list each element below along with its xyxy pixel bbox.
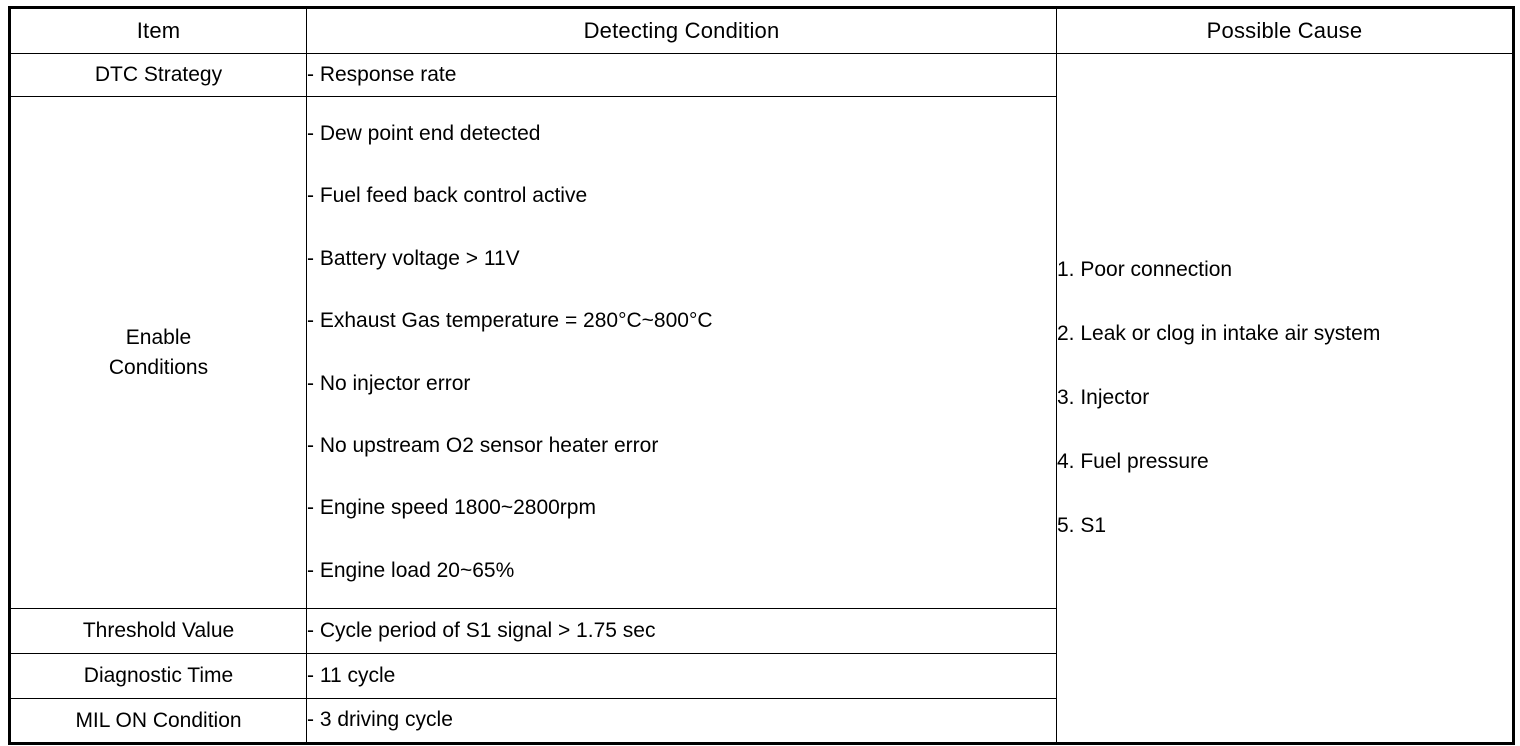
table-row-mil-on-condition: MIL ON Condition - 3 driving cycle bbox=[9, 698, 1514, 744]
table-header: Item Detecting Condition Possible Cause bbox=[9, 7, 1514, 54]
possible-cause-list: 1. Poor connection 2. Leak or clog in in… bbox=[1057, 258, 1512, 538]
condition-list-mil-on-condition: - 3 driving cycle bbox=[307, 706, 1056, 734]
row-label-line-2: Conditions bbox=[108, 355, 209, 379]
condition-item: - 3 driving cycle bbox=[307, 708, 453, 732]
column-header-possible-cause: Possible Cause bbox=[1056, 7, 1514, 54]
possible-cause-item: 5. S1 bbox=[1057, 514, 1107, 537]
condition-list-threshold-value: - Cycle period of S1 signal > 1.75 sec bbox=[307, 617, 1056, 645]
condition-item: - Engine load 20~65% bbox=[307, 558, 515, 582]
condition-item: - Response rate bbox=[307, 62, 457, 86]
header-row: Item Detecting Condition Possible Cause bbox=[9, 7, 1514, 54]
table-row-threshold-value: Threshold Value - Cycle period of S1 sig… bbox=[9, 608, 1514, 654]
possible-cause-item: 3. Injector bbox=[1057, 386, 1150, 409]
row-value-threshold-value: - Cycle period of S1 signal > 1.75 sec bbox=[306, 608, 1057, 654]
condition-list-dtc-strategy: - Response rate bbox=[307, 61, 1056, 89]
condition-list-diagnostic-time: - 11 cycle bbox=[307, 662, 1056, 690]
row-value-diagnostic-time: - 11 cycle bbox=[306, 653, 1057, 699]
row-value-mil-on-condition: - 3 driving cycle bbox=[306, 698, 1057, 744]
condition-item: - Engine speed 1800~2800rpm bbox=[307, 496, 596, 520]
condition-item: - Fuel feed back control active bbox=[307, 184, 588, 208]
column-header-detecting-condition: Detecting Condition bbox=[306, 7, 1057, 54]
row-value-dtc-strategy-condition: - Response rate bbox=[306, 53, 1057, 97]
condition-item: - No upstream O2 sensor heater error bbox=[307, 433, 659, 457]
possible-cause-item: 1. Poor connection bbox=[1057, 258, 1233, 281]
condition-item: - 11 cycle bbox=[307, 663, 396, 687]
row-label-dtc-strategy: DTC Strategy bbox=[9, 53, 307, 97]
condition-item: - Cycle period of S1 signal > 1.75 sec bbox=[307, 618, 656, 642]
row-label-diagnostic-time: Diagnostic Time bbox=[9, 653, 307, 699]
column-header-item: Item bbox=[9, 7, 307, 54]
table-row-enable-conditions: Enable Conditions - Dew point end detect… bbox=[9, 96, 1514, 609]
condition-item: - Battery voltage > 11V bbox=[307, 246, 520, 270]
possible-cause-item: 4. Fuel pressure bbox=[1057, 450, 1209, 473]
row-label-line-1: Enable bbox=[125, 326, 192, 350]
dtc-diagnostic-table: Item Detecting Condition Possible Cause … bbox=[8, 6, 1515, 745]
table-row-dtc-strategy: DTC Strategy - Response rate 1. Poor con… bbox=[9, 53, 1514, 744]
condition-list-enable-conditions: - Dew point end detected - Fuel feed bac… bbox=[307, 120, 1056, 585]
condition-item: - Dew point end detected bbox=[307, 122, 541, 146]
row-value-enable-conditions: - Dew point end detected - Fuel feed bac… bbox=[306, 96, 1057, 609]
row-label-threshold-value: Threshold Value bbox=[9, 608, 307, 654]
row-label-mil-on-condition: MIL ON Condition bbox=[9, 698, 307, 744]
table-body: DTC Strategy - Response rate 1. Poor con… bbox=[9, 53, 1514, 744]
possible-cause-item: 2. Leak or clog in intake air system bbox=[1057, 322, 1381, 345]
row-label-enable-conditions: Enable Conditions bbox=[9, 96, 307, 609]
possible-cause-cell: 1. Poor connection 2. Leak or clog in in… bbox=[1056, 53, 1514, 744]
condition-item: - No injector error bbox=[307, 371, 471, 395]
table-row-diagnostic-time: Diagnostic Time - 11 cycle bbox=[9, 653, 1514, 699]
condition-item: - Exhaust Gas temperature = 280°C~800°C bbox=[307, 309, 713, 333]
